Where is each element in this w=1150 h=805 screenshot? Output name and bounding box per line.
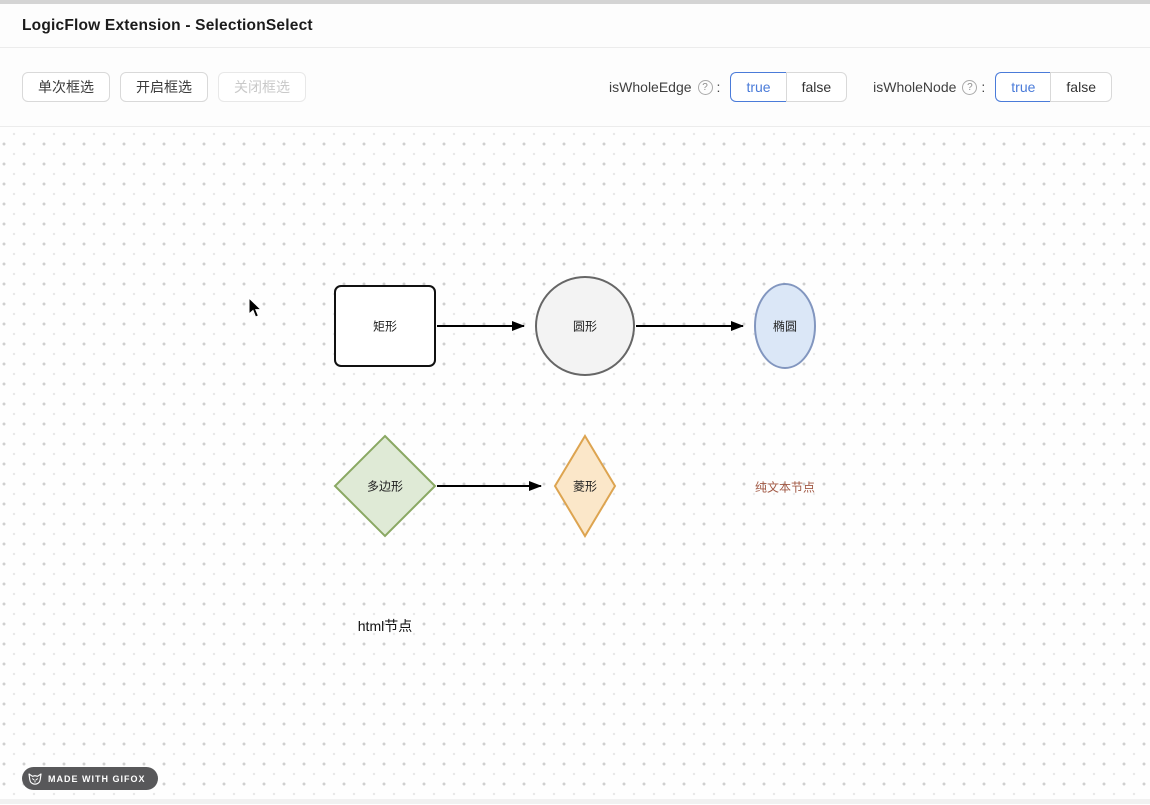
is-whole-edge-false-option[interactable]: false (785, 72, 848, 102)
page-header: LogicFlow Extension - SelectionSelect (0, 4, 1150, 48)
label-colon: : (981, 79, 986, 95)
toolbar: 单次框选 开启框选 关闭框选 isWholeEdge ? : true fals… (0, 48, 1150, 127)
polygon-node[interactable] (333, 434, 437, 538)
ellipse-node[interactable] (754, 283, 816, 369)
flow-graph (333, 276, 816, 538)
is-whole-node-false-option[interactable]: false (1050, 72, 1112, 102)
is-whole-node-label: isWholeNode (873, 79, 957, 95)
close-selection-button[interactable]: 关闭框选 (218, 72, 306, 102)
help-icon[interactable]: ? (697, 79, 713, 95)
rect-node[interactable] (334, 285, 436, 367)
window-bottom-border (0, 799, 1150, 804)
page-title: LogicFlow Extension - SelectionSelect (22, 16, 313, 34)
gifox-badge-label: MADE WITH GIFOX (48, 773, 146, 784)
open-selection-button[interactable]: 开启框选 (120, 72, 208, 102)
is-whole-edge-true-option[interactable]: true (730, 72, 786, 102)
is-whole-node-toggle: true false (995, 72, 1112, 102)
is-whole-node-control: isWholeNode ? : true false (873, 72, 1112, 102)
flow-canvas[interactable]: 矩形 圆形 椭圆 多边形 菱形 纯文本节点 html节点 MADE WITH G… (0, 127, 1150, 804)
help-icon[interactable]: ? (962, 79, 978, 95)
circle-node[interactable] (535, 276, 635, 376)
fox-icon (28, 772, 42, 785)
single-selection-button[interactable]: 单次框选 (22, 72, 110, 102)
is-whole-edge-toggle: true false (730, 72, 848, 102)
label-colon: : (716, 79, 721, 95)
is-whole-edge-control: isWholeEdge ? : true false (609, 72, 848, 102)
diamond-node[interactable] (553, 434, 617, 538)
window-top-border (0, 0, 1150, 4)
is-whole-edge-label: isWholeEdge (609, 79, 692, 95)
mouse-cursor-icon (248, 297, 263, 318)
is-whole-node-true-option[interactable]: true (995, 72, 1051, 102)
gifox-badge[interactable]: MADE WITH GIFOX (22, 767, 158, 790)
toolbar-right-controls: isWholeEdge ? : true false isWholeNode ?… (609, 72, 1112, 102)
